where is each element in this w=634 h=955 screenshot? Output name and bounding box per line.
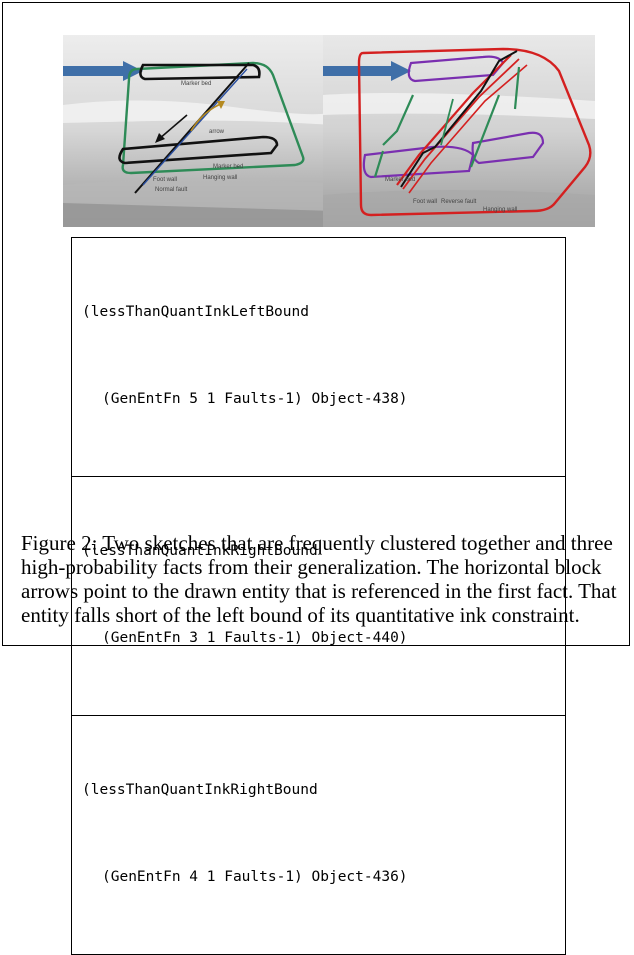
sketch-normal-fault: Marker bed arrow Marker bed Hanging wall… [63, 35, 335, 227]
figure-caption: Figure 2: Two sketches that are frequent… [21, 531, 617, 627]
fact-row: (lessThanQuantInkRightBound (GenEntFn 4 … [72, 716, 565, 955]
label-foot-wall: Foot wall [153, 177, 177, 183]
label-marker-bed-bottom: Marker bed [213, 164, 243, 170]
label-normal-fault: Normal fault [155, 187, 188, 193]
label-arrow: arrow [209, 129, 225, 135]
red-region-outline [357, 47, 592, 217]
fact-row: (lessThanQuantInkRightBound (GenEntFn 3 … [72, 477, 565, 716]
sketch-left-image: Marker bed arrow Marker bed Hanging wall… [63, 35, 335, 227]
label-hanging-wall: Hanging wall [483, 207, 517, 213]
sketch-reverse-fault: Marker bed Foot wall Reverse fault Hangi… [323, 35, 595, 227]
fact-line: (GenEntFn 5 1 Faults-1) Object-438) [102, 391, 408, 407]
sketch-right-image: Marker bed Foot wall Reverse fault Hangi… [323, 35, 595, 227]
fact-line: (lessThanQuantInkRightBound [82, 782, 318, 798]
label-foot-wall: Foot wall [413, 199, 437, 205]
fact-line: (lessThanQuantInkLeftBound [82, 304, 309, 320]
marker-bed-bottom-outline [118, 135, 279, 165]
fact-line: (lessThanQuantInkRightBound [82, 543, 318, 559]
fact-row: (lessThanQuantInkLeftBound (GenEntFn 5 1… [72, 238, 565, 477]
label-reverse-fault: Reverse fault [441, 199, 477, 205]
label-marker-bed-top: Marker bed [181, 81, 211, 87]
marker-bed-top-outline [139, 63, 261, 81]
fact-line: (GenEntFn 4 1 Faults-1) Object-436) [102, 869, 408, 885]
green-region-outline [121, 61, 305, 175]
label-marker-bed: Marker bed [385, 177, 415, 183]
label-hanging-wall: Hanging wall [203, 175, 237, 181]
fact-line: (GenEntFn 3 1 Faults-1) Object-440) [102, 630, 408, 646]
